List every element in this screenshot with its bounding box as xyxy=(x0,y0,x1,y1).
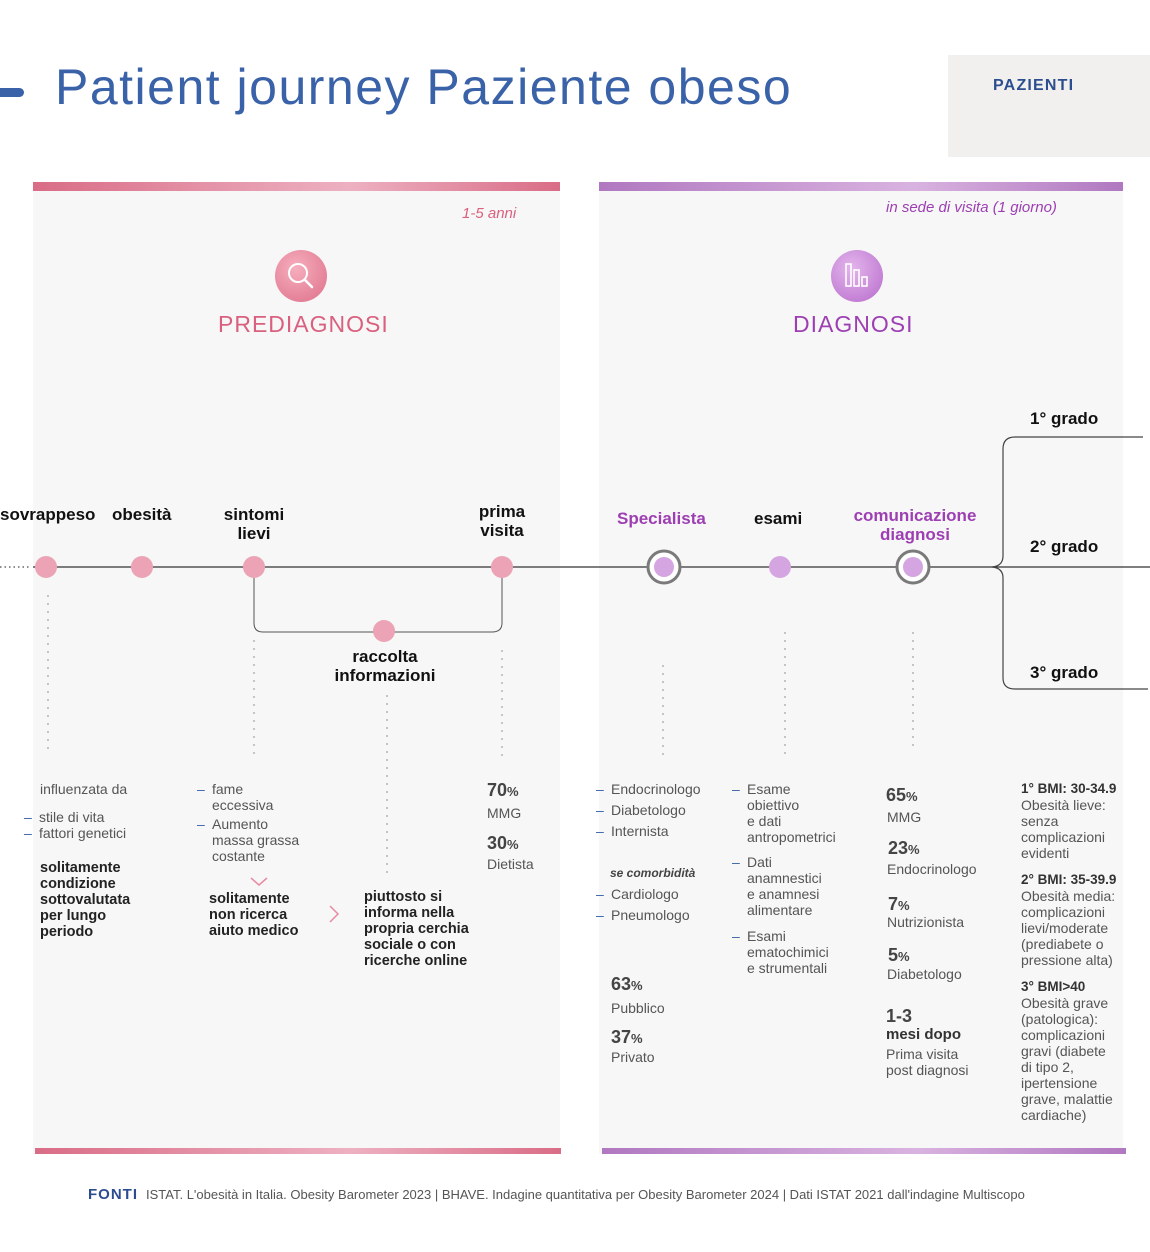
stat-diag-mmg-label: MMG xyxy=(887,809,922,825)
sources-label: FONTI xyxy=(88,1186,138,1203)
chevron-down-icon xyxy=(250,877,268,886)
label-grade-1: 1° grado xyxy=(1030,409,1099,428)
diagnosi-top-bar xyxy=(599,182,1123,191)
node-sovrappeso xyxy=(35,556,57,578)
label-obesita: obesità xyxy=(112,505,172,524)
stat-mmg-label: MMG xyxy=(487,805,522,821)
sources-footer: FONTI ISTAT. L'obesità in Italia. Obesity… xyxy=(88,1186,1025,1203)
stat-mmg-value: 70% xyxy=(487,780,519,800)
list-item: Internista xyxy=(596,821,701,842)
prediagnosi-duration: 1-5 anni xyxy=(462,205,517,222)
diagnosi-bottom-bar xyxy=(602,1148,1126,1154)
node-sintomi xyxy=(243,556,265,578)
node-comunicazione xyxy=(903,557,923,577)
label-grade-3: 3° grado xyxy=(1030,663,1099,682)
label-esami: esami xyxy=(754,509,803,528)
list-item: Diabetologo xyxy=(596,800,701,821)
list-item: Cardiologo xyxy=(596,884,690,905)
label-sovrappeso: sovrappeso xyxy=(0,505,96,524)
list-item: fattori genetici xyxy=(24,825,126,841)
time-value: 1-3 xyxy=(886,1006,913,1026)
stat-dietista-value: 30% xyxy=(487,833,519,853)
prediagnosi-top-bar xyxy=(33,182,560,191)
node-prima-visita xyxy=(491,556,513,578)
diagnosi-title: DIAGNOSI xyxy=(793,311,914,337)
list-item: Endocrinologo xyxy=(596,779,701,800)
section-tag-label: PAZIENTI xyxy=(993,77,1075,94)
chevron-right-icon xyxy=(329,905,340,923)
label-specialista: Specialista xyxy=(617,509,706,528)
grade-brace xyxy=(991,436,1148,690)
diagnosi-duration: in sede di visita (1 giorno) xyxy=(886,199,1057,216)
timeline-nodes xyxy=(35,549,931,642)
stat-diag-nutri-label: Nutrizionista xyxy=(887,914,965,930)
prediagnosi-bottom-bar xyxy=(35,1148,561,1154)
stat-pubblico-value: 63% xyxy=(611,974,643,994)
obesita-intro: influenzata da xyxy=(40,781,128,797)
node-specialista xyxy=(654,557,674,577)
prediagnosi-title: PREDIAGNOSI xyxy=(218,311,389,337)
page-title: Patient journey Paziente obeso xyxy=(55,59,793,115)
node-esami xyxy=(769,556,791,578)
node-raccolta xyxy=(373,620,395,642)
specialista-list: Endocrinologo Diabetologo Internista xyxy=(596,779,701,842)
stat-dietista-label: Dietista xyxy=(487,856,534,872)
obesita-factors: stile di vita fattori genetici xyxy=(24,809,126,841)
stat-pubblico-label: Pubblico xyxy=(611,1000,665,1016)
title-accent-bar xyxy=(0,88,24,97)
stat-diag-diabeto-value: 5% xyxy=(888,945,910,965)
stat-diag-diabeto-label: Diabetologo xyxy=(887,966,962,982)
comorbidita-label: se comorbidità xyxy=(610,866,696,880)
dotted-connectors xyxy=(47,595,914,875)
stat-diag-endo-value: 23% xyxy=(888,838,920,858)
stat-diag-nutri-value: 7% xyxy=(888,894,910,914)
search-icon xyxy=(275,250,327,302)
bar-chart-icon xyxy=(831,250,883,302)
time-bold: mesi dopo xyxy=(886,1026,962,1043)
node-obesita xyxy=(131,556,153,578)
stat-diag-endo-label: Endocrinologo xyxy=(887,861,977,877)
list-item: Pneumologo xyxy=(596,905,690,926)
prediagnosi-panel xyxy=(33,186,560,1154)
label-grade-2: 2° grado xyxy=(1030,537,1099,556)
stat-privato-value: 37% xyxy=(611,1027,643,1047)
section-tag: PAZIENTI xyxy=(948,55,1150,157)
list-item: stile di vita xyxy=(24,809,126,825)
sources-text: ISTAT. L'obesità in Italia. Obesity Baro… xyxy=(146,1187,1025,1202)
comorbidita-list: Cardiologo Pneumologo xyxy=(596,884,690,926)
stat-diag-mmg-value: 65% xyxy=(886,785,918,805)
diagnosi-panel xyxy=(599,186,1123,1154)
stat-privato-label: Privato xyxy=(611,1049,655,1065)
